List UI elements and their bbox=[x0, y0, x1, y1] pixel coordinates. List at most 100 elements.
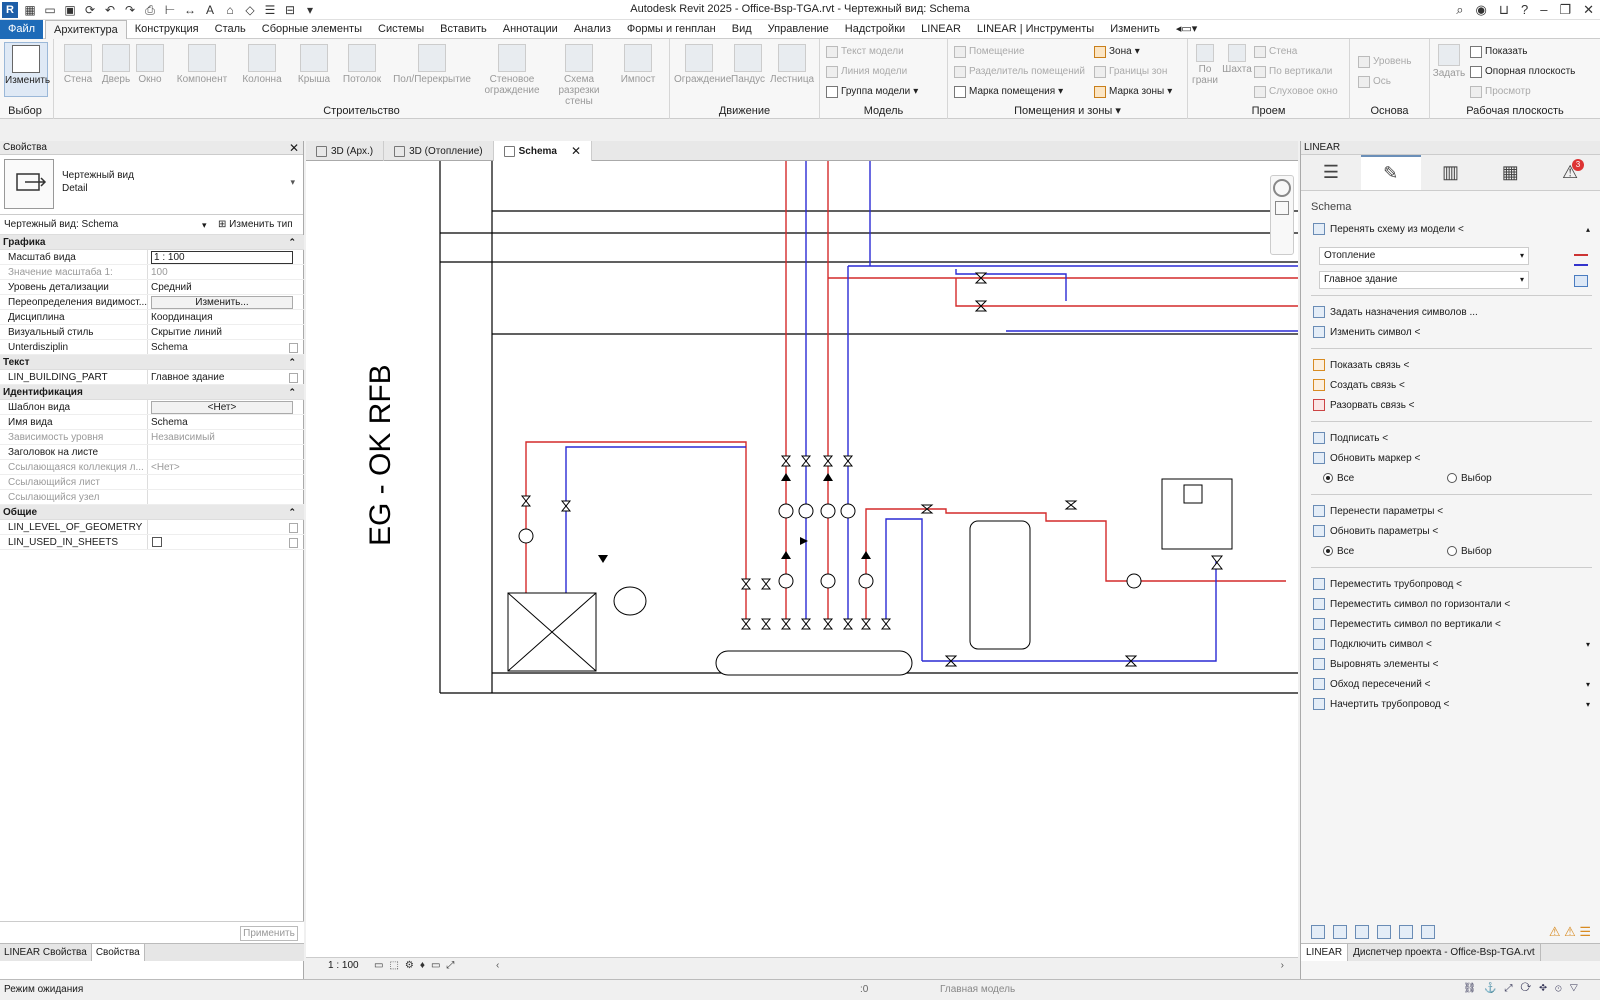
user-icon[interactable]: ◉ bbox=[1475, 2, 1487, 17]
parameter-icon[interactable] bbox=[289, 523, 298, 533]
close-icon[interactable]: ✕ bbox=[1583, 2, 1594, 17]
move-symbol-h-button[interactable]: Переместить символ по горизонтали < bbox=[1301, 594, 1600, 614]
property-row[interactable]: LIN_LEVEL_OF_GEOMETRY bbox=[0, 520, 304, 535]
move-pipe-button[interactable]: Переместить трубопровод < bbox=[1301, 574, 1600, 594]
tag-button[interactable]: Подписать < bbox=[1301, 428, 1600, 448]
tab-analyze[interactable]: Анализ bbox=[573, 22, 611, 35]
property-value[interactable]: Средний bbox=[148, 280, 304, 294]
view-control-icons[interactable]: ▭⬚⚙♦▭⤢ bbox=[374, 960, 461, 971]
property-row[interactable]: Переопределения видимост...Изменить... bbox=[0, 295, 304, 310]
customize-qat-icon[interactable]: ▾ bbox=[306, 3, 314, 17]
model-line-button[interactable]: Линия модели bbox=[826, 63, 907, 80]
radio-selection[interactable]: Выбор bbox=[1447, 546, 1571, 557]
tab-precast[interactable]: Сборные элементы bbox=[261, 22, 363, 35]
steering-wheel-icon[interactable] bbox=[1273, 179, 1291, 197]
drawing-canvas[interactable]: EG - OK RFB bbox=[306, 161, 1298, 957]
3d-view-icon[interactable]: ⌂ bbox=[226, 3, 234, 17]
collapse-icon[interactable]: ⌃ bbox=[288, 507, 296, 517]
scroll-left-icon[interactable]: ‹ bbox=[496, 960, 500, 971]
help-icon[interactable]: ? bbox=[1520, 2, 1529, 17]
property-value[interactable]: Главное здание bbox=[148, 370, 304, 384]
tab-massing[interactable]: Формы и генплан bbox=[626, 22, 716, 35]
roof-button[interactable]: Крыша bbox=[292, 42, 336, 97]
tab-linear[interactable]: LINEAR bbox=[921, 22, 961, 35]
warning-icon[interactable]: ⚠3 bbox=[1540, 155, 1600, 190]
by-face-button[interactable]: По грани bbox=[1190, 42, 1220, 97]
connect-symbol-button[interactable]: Подключить символ <▾ bbox=[1301, 634, 1600, 654]
modify-button[interactable]: Изменить bbox=[4, 42, 50, 97]
column-button[interactable]: Колонна bbox=[240, 42, 284, 97]
tab-linear-tools[interactable]: LINEAR | Инструменты bbox=[976, 22, 1095, 35]
tab-linear[interactable]: LINEAR bbox=[1301, 944, 1349, 961]
minimize-icon[interactable]: – bbox=[1540, 2, 1548, 17]
tab-steel[interactable]: Сталь bbox=[214, 22, 246, 35]
zone-boundaries-button[interactable]: Границы зон bbox=[1094, 63, 1167, 80]
navigation-bar[interactable] bbox=[1270, 175, 1294, 255]
restore-icon[interactable]: ❐ bbox=[1559, 2, 1572, 17]
stair-button[interactable]: Лестница bbox=[770, 42, 814, 97]
tab-addins[interactable]: Надстройки bbox=[844, 22, 906, 35]
property-value[interactable]: Изменить... bbox=[148, 295, 304, 309]
collapse-icon[interactable]: ⌃ bbox=[288, 357, 296, 367]
ribbon-toggle-icon[interactable]: ◂▭▾ bbox=[1175, 22, 1198, 35]
property-value[interactable]: Schema bbox=[148, 340, 304, 354]
selection-filter-icons[interactable]: ⛓⚓⤢⟳✥⊙▽ bbox=[1463, 983, 1586, 994]
property-row[interactable]: Заголовок на листе bbox=[0, 445, 304, 460]
floor-button[interactable]: Пол/Перекрытие bbox=[392, 42, 472, 97]
apply-button[interactable]: Применить bbox=[240, 926, 298, 941]
mullion-button[interactable]: Импост bbox=[616, 42, 660, 97]
instance-selector[interactable]: Чертежный вид: Schema ▾ ⊞ Изменить тип bbox=[0, 215, 303, 235]
radio-all[interactable]: Все bbox=[1323, 546, 1447, 557]
radio-all[interactable]: Все bbox=[1323, 473, 1447, 484]
view-scale[interactable]: 1 : 100 bbox=[328, 960, 359, 971]
undo-icon[interactable]: ↶ bbox=[104, 3, 116, 17]
bypass-crossing-button[interactable]: Обход пересечений <▾ bbox=[1301, 674, 1600, 694]
close-icon[interactable]: ✕ bbox=[571, 144, 582, 158]
table-icon[interactable]: ▦ bbox=[1501, 162, 1519, 182]
grid-button[interactable]: Ось bbox=[1358, 73, 1391, 90]
tool-icon[interactable] bbox=[1399, 925, 1413, 939]
property-value[interactable]: 1 : 100 bbox=[148, 250, 304, 264]
close-icon[interactable]: ✕ bbox=[288, 141, 299, 155]
break-link-button[interactable]: Разорвать связь < bbox=[1301, 395, 1600, 415]
checkbox[interactable] bbox=[152, 537, 162, 547]
update-params-button[interactable]: Обновить параметры < bbox=[1301, 521, 1600, 541]
ramp-button[interactable]: Пандус bbox=[726, 42, 770, 97]
tab-systems[interactable]: Системы bbox=[378, 22, 425, 35]
symbol-assign-button[interactable]: Задать назначения символов ... bbox=[1301, 302, 1600, 322]
text-icon[interactable]: A bbox=[205, 3, 214, 17]
tab-properties[interactable]: Свойства bbox=[91, 944, 145, 961]
door-button[interactable]: Дверь bbox=[94, 42, 138, 97]
tool-icon[interactable] bbox=[1333, 925, 1347, 939]
property-value[interactable] bbox=[148, 445, 304, 459]
menu-icon[interactable]: ☰ bbox=[1322, 162, 1339, 182]
show-workplane-button[interactable]: Показать bbox=[1470, 43, 1528, 60]
align-elements-button[interactable]: Выровнять элементы < bbox=[1301, 654, 1600, 674]
tab-annotate[interactable]: Аннотации bbox=[502, 22, 558, 35]
model-group-button[interactable]: Группа модели ▾ bbox=[826, 83, 918, 100]
tool-icon[interactable] bbox=[1421, 925, 1435, 939]
property-row[interactable]: LIN_USED_IN_SHEETS bbox=[0, 535, 304, 550]
close-hidden-icon[interactable]: ⊟ bbox=[284, 3, 296, 17]
property-category[interactable]: Общие⌃ bbox=[0, 505, 304, 520]
sync-icon[interactable]: ⟳ bbox=[84, 3, 96, 17]
viewer-button[interactable]: Просмотр bbox=[1470, 83, 1531, 100]
chevron-up-icon[interactable]: ▴ bbox=[1585, 224, 1590, 234]
property-category[interactable]: Идентификация⌃ bbox=[0, 385, 304, 400]
tab-view[interactable]: Вид bbox=[731, 22, 752, 35]
system-color-icon[interactable] bbox=[1574, 254, 1588, 266]
warning-icon[interactable]: ⚠ ⚠ ☰ bbox=[1548, 924, 1591, 939]
tab-3d-arch[interactable]: 3D (Арх.) bbox=[306, 141, 385, 161]
move-symbol-v-button[interactable]: Переместить символ по вертикали < bbox=[1301, 614, 1600, 634]
redo-icon[interactable]: ↷ bbox=[124, 3, 136, 17]
rooms-group-label[interactable]: Помещения и зоны ▾ bbox=[1014, 105, 1121, 117]
chevron-down-icon[interactable]: ▾ bbox=[1585, 639, 1590, 649]
room-button[interactable]: Помещение bbox=[954, 43, 1025, 60]
show-link-button[interactable]: Показать связь < bbox=[1301, 355, 1600, 375]
wall-button[interactable]: Стена bbox=[56, 42, 100, 97]
